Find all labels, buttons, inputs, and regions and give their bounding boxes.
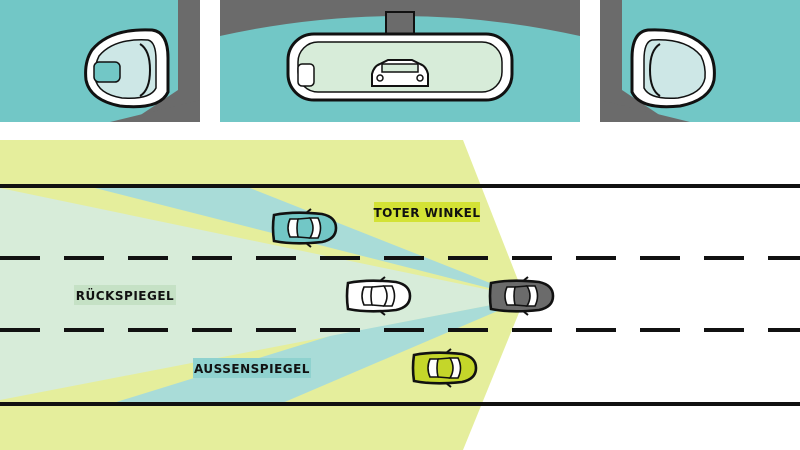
left-side-mirror-icon bbox=[84, 28, 170, 109]
left-mirror-panel bbox=[0, 0, 200, 122]
rear-view-mirror-panel bbox=[220, 0, 580, 122]
right-mirror-panel bbox=[600, 0, 800, 122]
rear-mirror-zone bbox=[0, 188, 528, 400]
side-mirror-label: AUSSENSPIEGEL bbox=[194, 362, 310, 376]
road-scene: TOTER WINKEL RÜCKSPIEGEL AUSSENSPIEGEL bbox=[0, 140, 800, 450]
blind-spot-label: TOTER WINKEL bbox=[373, 206, 480, 220]
blind-spot-badge bbox=[374, 202, 480, 222]
car-icon bbox=[345, 275, 412, 317]
car-icon bbox=[371, 59, 429, 87]
right-side-mirror-icon bbox=[630, 28, 716, 109]
car-icon bbox=[488, 275, 555, 317]
rear-mirror-badge bbox=[74, 285, 176, 305]
side-mirror-badge bbox=[193, 358, 311, 378]
rear-view-mirror-icon bbox=[286, 32, 514, 102]
car-icon bbox=[271, 207, 338, 249]
car-icon bbox=[411, 347, 478, 389]
rear-mirror-label: RÜCKSPIEGEL bbox=[76, 288, 174, 303]
